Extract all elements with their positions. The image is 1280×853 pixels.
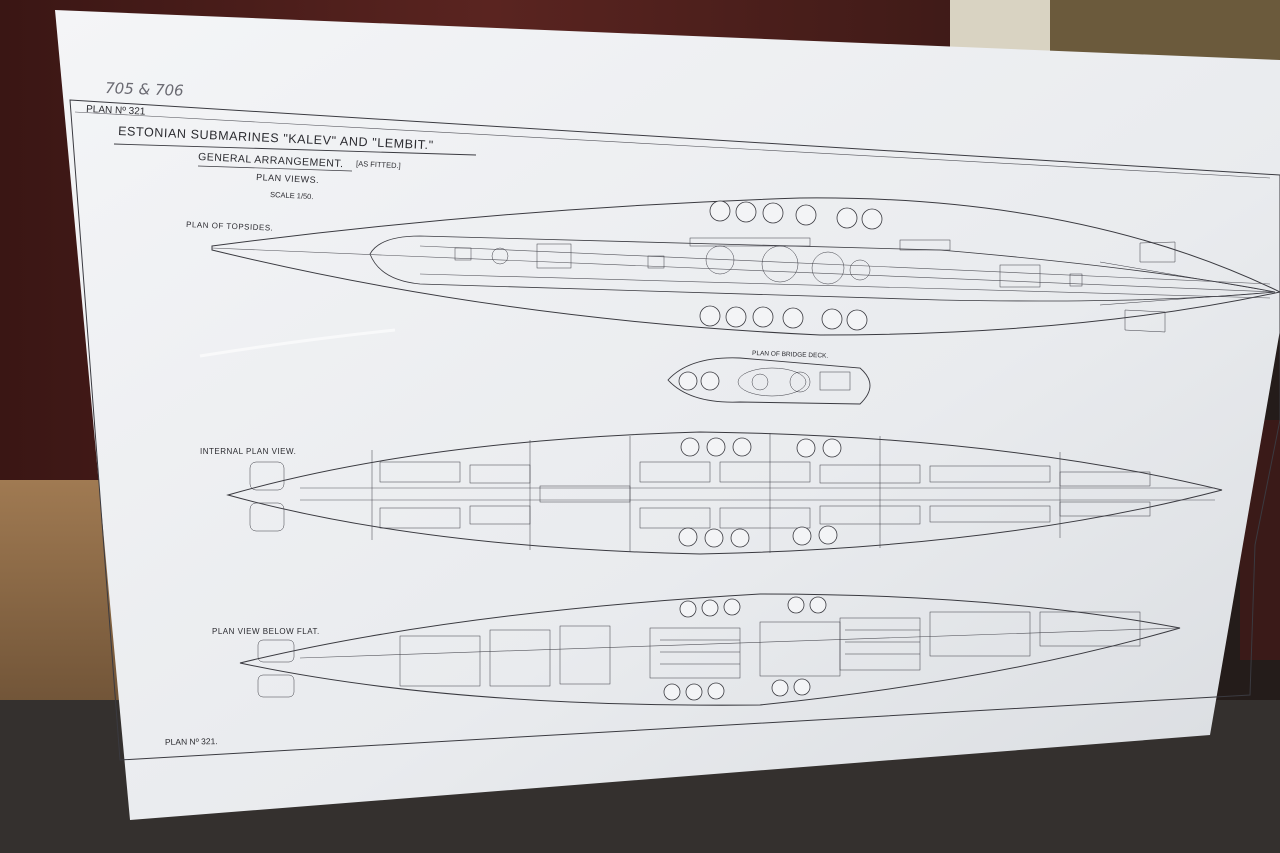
- plan-number-bottom: PLAN Nº 321.: [165, 736, 218, 747]
- drawing-subtitle-note: [AS FITTED.]: [356, 159, 401, 170]
- label-topsides: PLAN OF TOPSIDES.: [186, 220, 274, 233]
- glare-streak: [199, 328, 396, 358]
- bridge-deck-drawing: [667, 357, 871, 405]
- plan-board: [55, 10, 1280, 820]
- label-bridge-deck: PLAN OF BRIDGE DECK.: [752, 350, 829, 360]
- topsides-tanks-bottom: [699, 305, 868, 331]
- topsides-tanks-top: [709, 200, 883, 230]
- scale-label: SCALE 1/50.: [270, 190, 314, 201]
- handwritten-note: 705 & 706: [105, 79, 184, 100]
- plan-inner-border: [74, 111, 1271, 179]
- plan-views-label: PLAN VIEWS.: [256, 172, 319, 185]
- below-flat-drawing: [239, 593, 1181, 706]
- internal-tanks: [678, 437, 842, 548]
- plan-number-top: PLAN Nº 321: [86, 104, 146, 118]
- label-below-flat: PLAN VIEW BELOW FLAT.: [212, 627, 320, 636]
- below-flat-tanks: [663, 596, 827, 701]
- internal-plan-drawing: [226, 431, 1223, 555]
- plan-border: [69, 99, 1280, 761]
- topsides-drawing: [211, 197, 1280, 336]
- label-internal-plan: INTERNAL PLAN VIEW.: [200, 447, 296, 456]
